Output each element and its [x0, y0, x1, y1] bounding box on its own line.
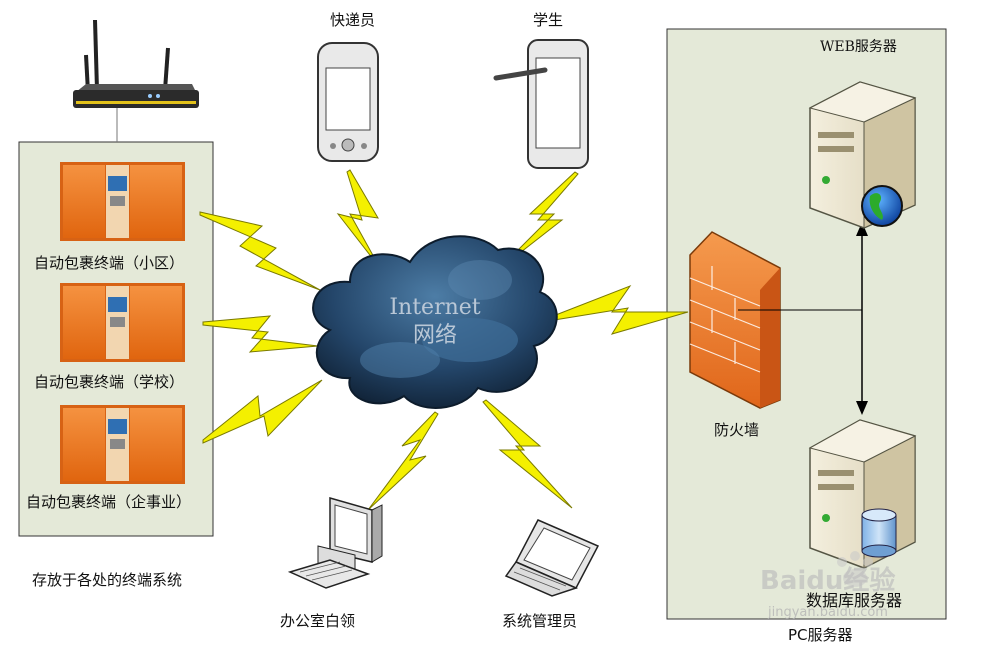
bolt-terminal-community-icon — [199, 211, 321, 291]
router-icon — [73, 19, 199, 108]
terminal-school-label: 自动包裹终端（学校） — [34, 373, 185, 391]
office-pc-icon — [287, 497, 383, 589]
watermark-logo — [837, 551, 873, 587]
system-admin-label: 系统管理员 — [502, 612, 578, 630]
pc-server-label: PC服务器 — [788, 626, 853, 644]
bolt-admin-icon — [482, 399, 573, 509]
watermark-url: jingyan.baidu.com — [768, 605, 888, 620]
courier-label: 快递员 — [330, 11, 376, 29]
parcel-terminal-school-icon — [60, 283, 185, 362]
internet-cloud-icon — [312, 235, 558, 409]
web-server-icon — [808, 81, 917, 229]
student-tablet-icon — [493, 39, 589, 169]
database-server-icon — [808, 419, 917, 569]
bolt-courier-icon — [336, 169, 381, 269]
parcel-terminal-community-icon — [60, 162, 185, 241]
courier-pda-icon — [317, 42, 379, 162]
firewall-label: 防火墙 — [714, 421, 760, 439]
bolt-student-icon — [497, 171, 579, 271]
student-label: 学生 — [533, 11, 564, 29]
watermark-brand: Baidu经验 — [760, 566, 896, 596]
web-server-label: WEB服务器 — [820, 39, 897, 55]
network-label: 网络 — [412, 323, 457, 348]
firewall-icon — [689, 231, 781, 409]
bolt-terminal-school-icon — [202, 315, 319, 353]
bolt-office-icon — [367, 411, 439, 511]
terminal-community-label: 自动包裹终端（小区） — [34, 254, 185, 272]
terminal-enterprise-label: 自动包裹终端（企事业） — [26, 493, 192, 511]
wireless-links — [199, 169, 689, 511]
admin-laptop-icon — [504, 519, 600, 597]
bolt-terminal-enterprise-icon — [202, 379, 323, 444]
parcel-terminal-enterprise-icon — [60, 405, 185, 484]
terminal-group-label: 存放于各处的终端系统 — [32, 571, 183, 589]
internet-label: Internet — [389, 295, 481, 320]
bolt-firewall-icon — [547, 284, 689, 335]
database-server-label: 数据库服务器 — [806, 591, 903, 610]
office-worker-label: 办公室白领 — [280, 612, 356, 630]
